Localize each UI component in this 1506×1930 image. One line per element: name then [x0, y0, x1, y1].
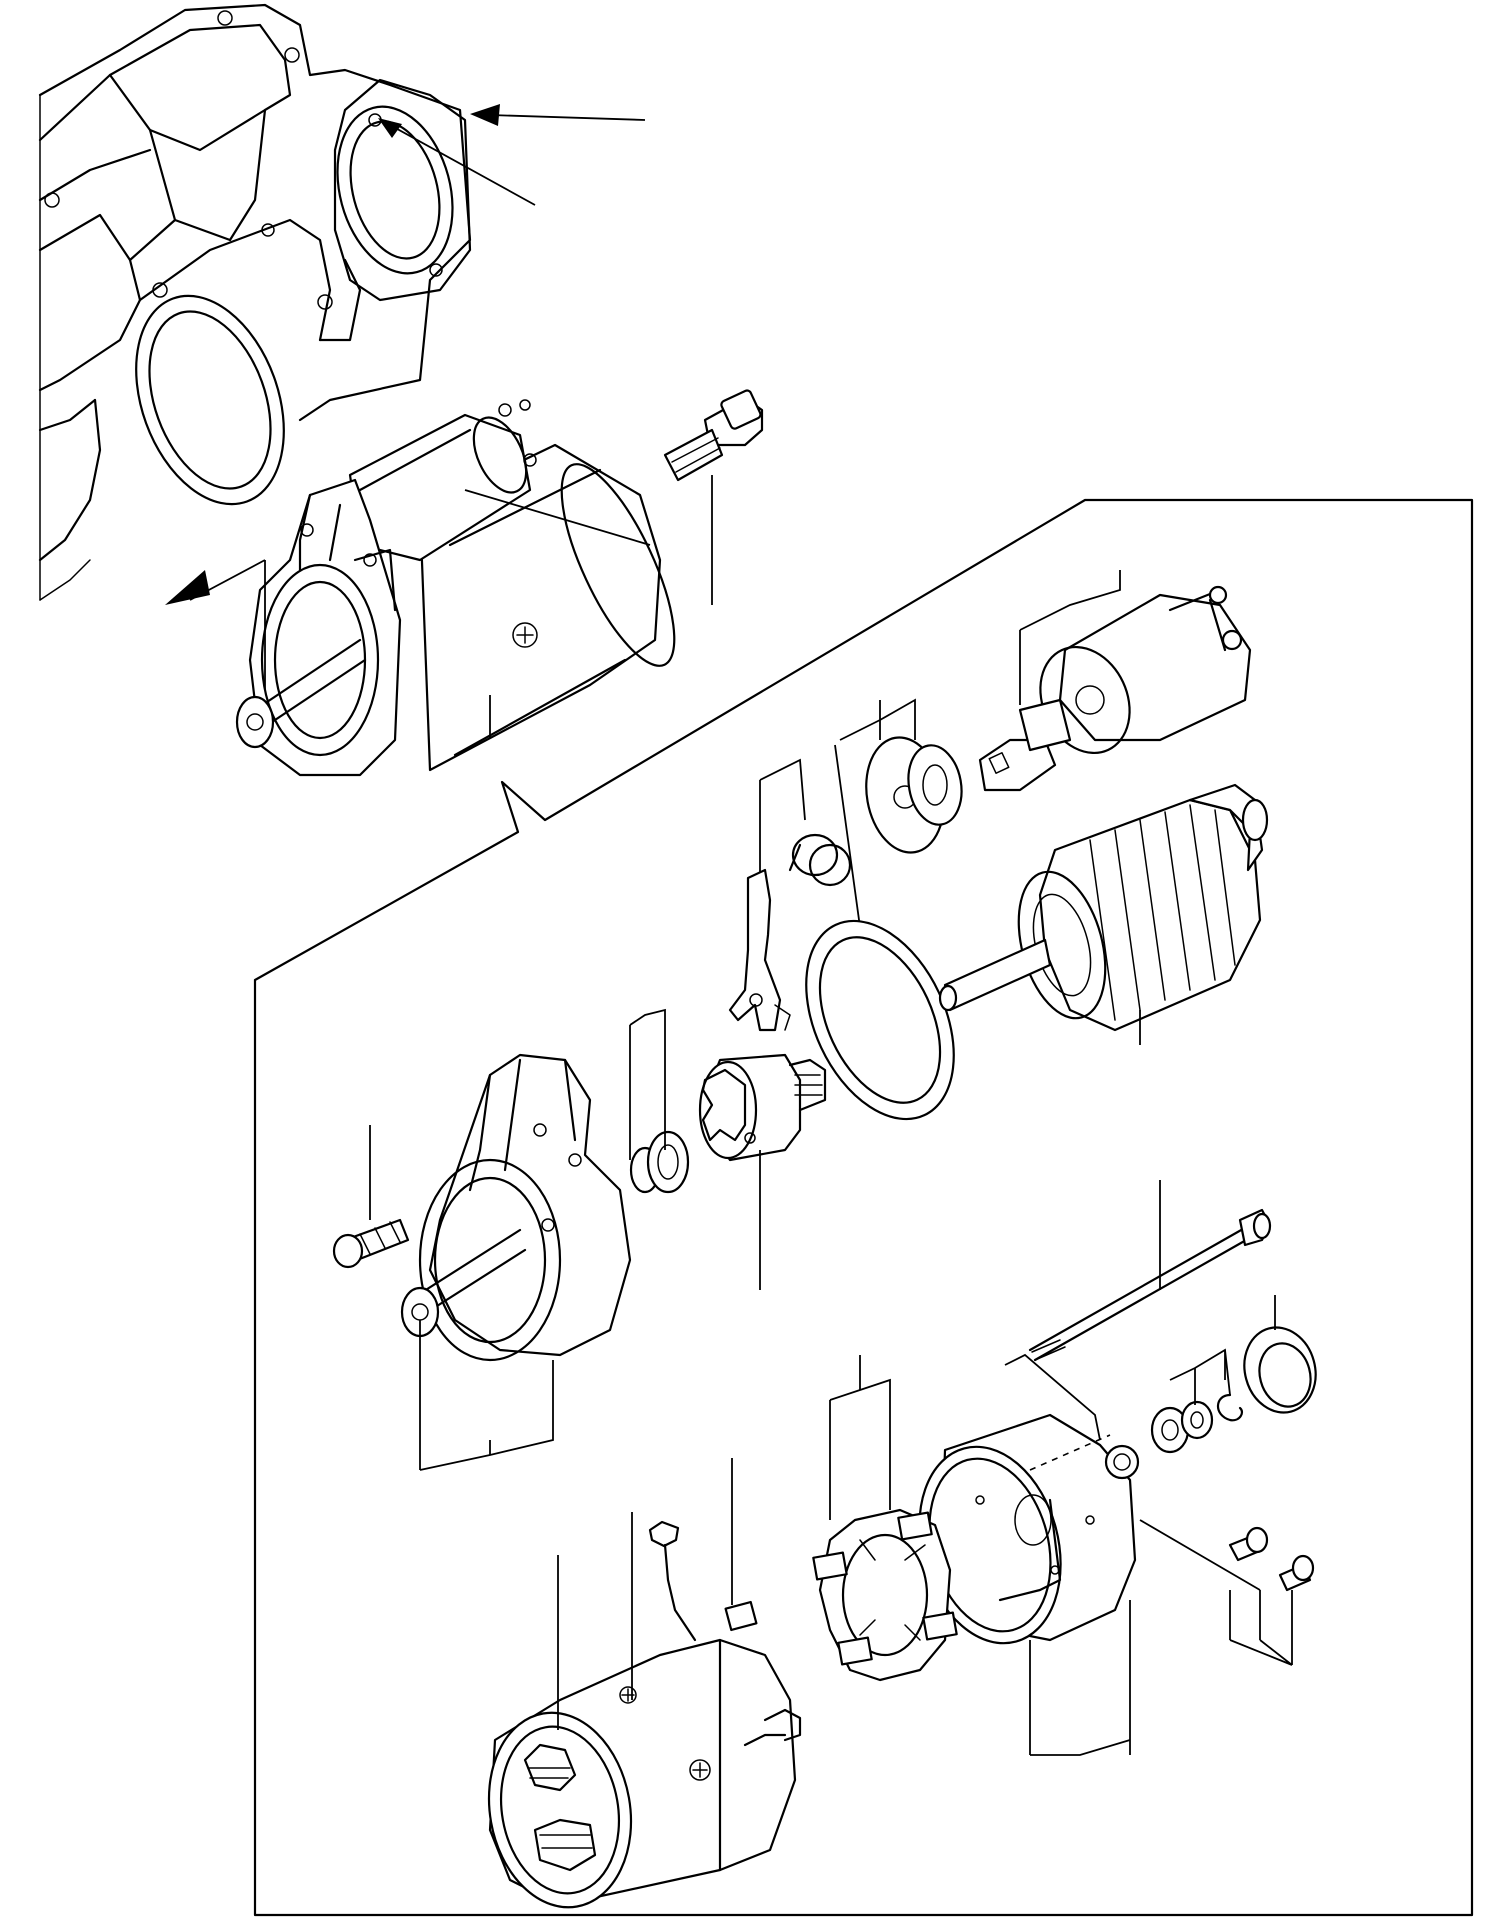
starter-motor-assembly — [235, 399, 676, 777]
leader-line — [378, 118, 536, 206]
magnetic-switch — [1039, 585, 1252, 755]
exploded-view-frame — [253, 498, 1474, 1917]
overrunning-clutch — [698, 1053, 827, 1162]
engine-flywheel-housing — [38, 3, 472, 601]
washer-set — [1150, 1393, 1244, 1454]
arrow-icon — [165, 559, 266, 605]
shift-lever-spring — [788, 833, 852, 887]
screw-set — [1228, 1526, 1315, 1592]
brush-holder — [812, 1508, 958, 1682]
through-bolt — [1028, 1208, 1272, 1362]
starter-mounting-bolt — [663, 389, 764, 482]
end-cover — [1243, 1326, 1317, 1414]
armature — [938, 783, 1269, 1032]
arrow-icon — [470, 104, 646, 126]
rear-end-frame — [918, 1413, 1140, 1645]
shift-lever — [728, 868, 791, 1032]
solenoid-spring — [865, 736, 963, 854]
field-coil — [523, 1743, 597, 1872]
brush — [648, 1520, 802, 1747]
yoke — [487, 1638, 797, 1909]
drive-housing-bolt — [332, 1218, 410, 1269]
drive-end-frame — [400, 1053, 632, 1362]
pinion-stop-ring — [629, 1130, 690, 1194]
packing — [805, 919, 955, 1121]
plunger — [978, 698, 1072, 792]
